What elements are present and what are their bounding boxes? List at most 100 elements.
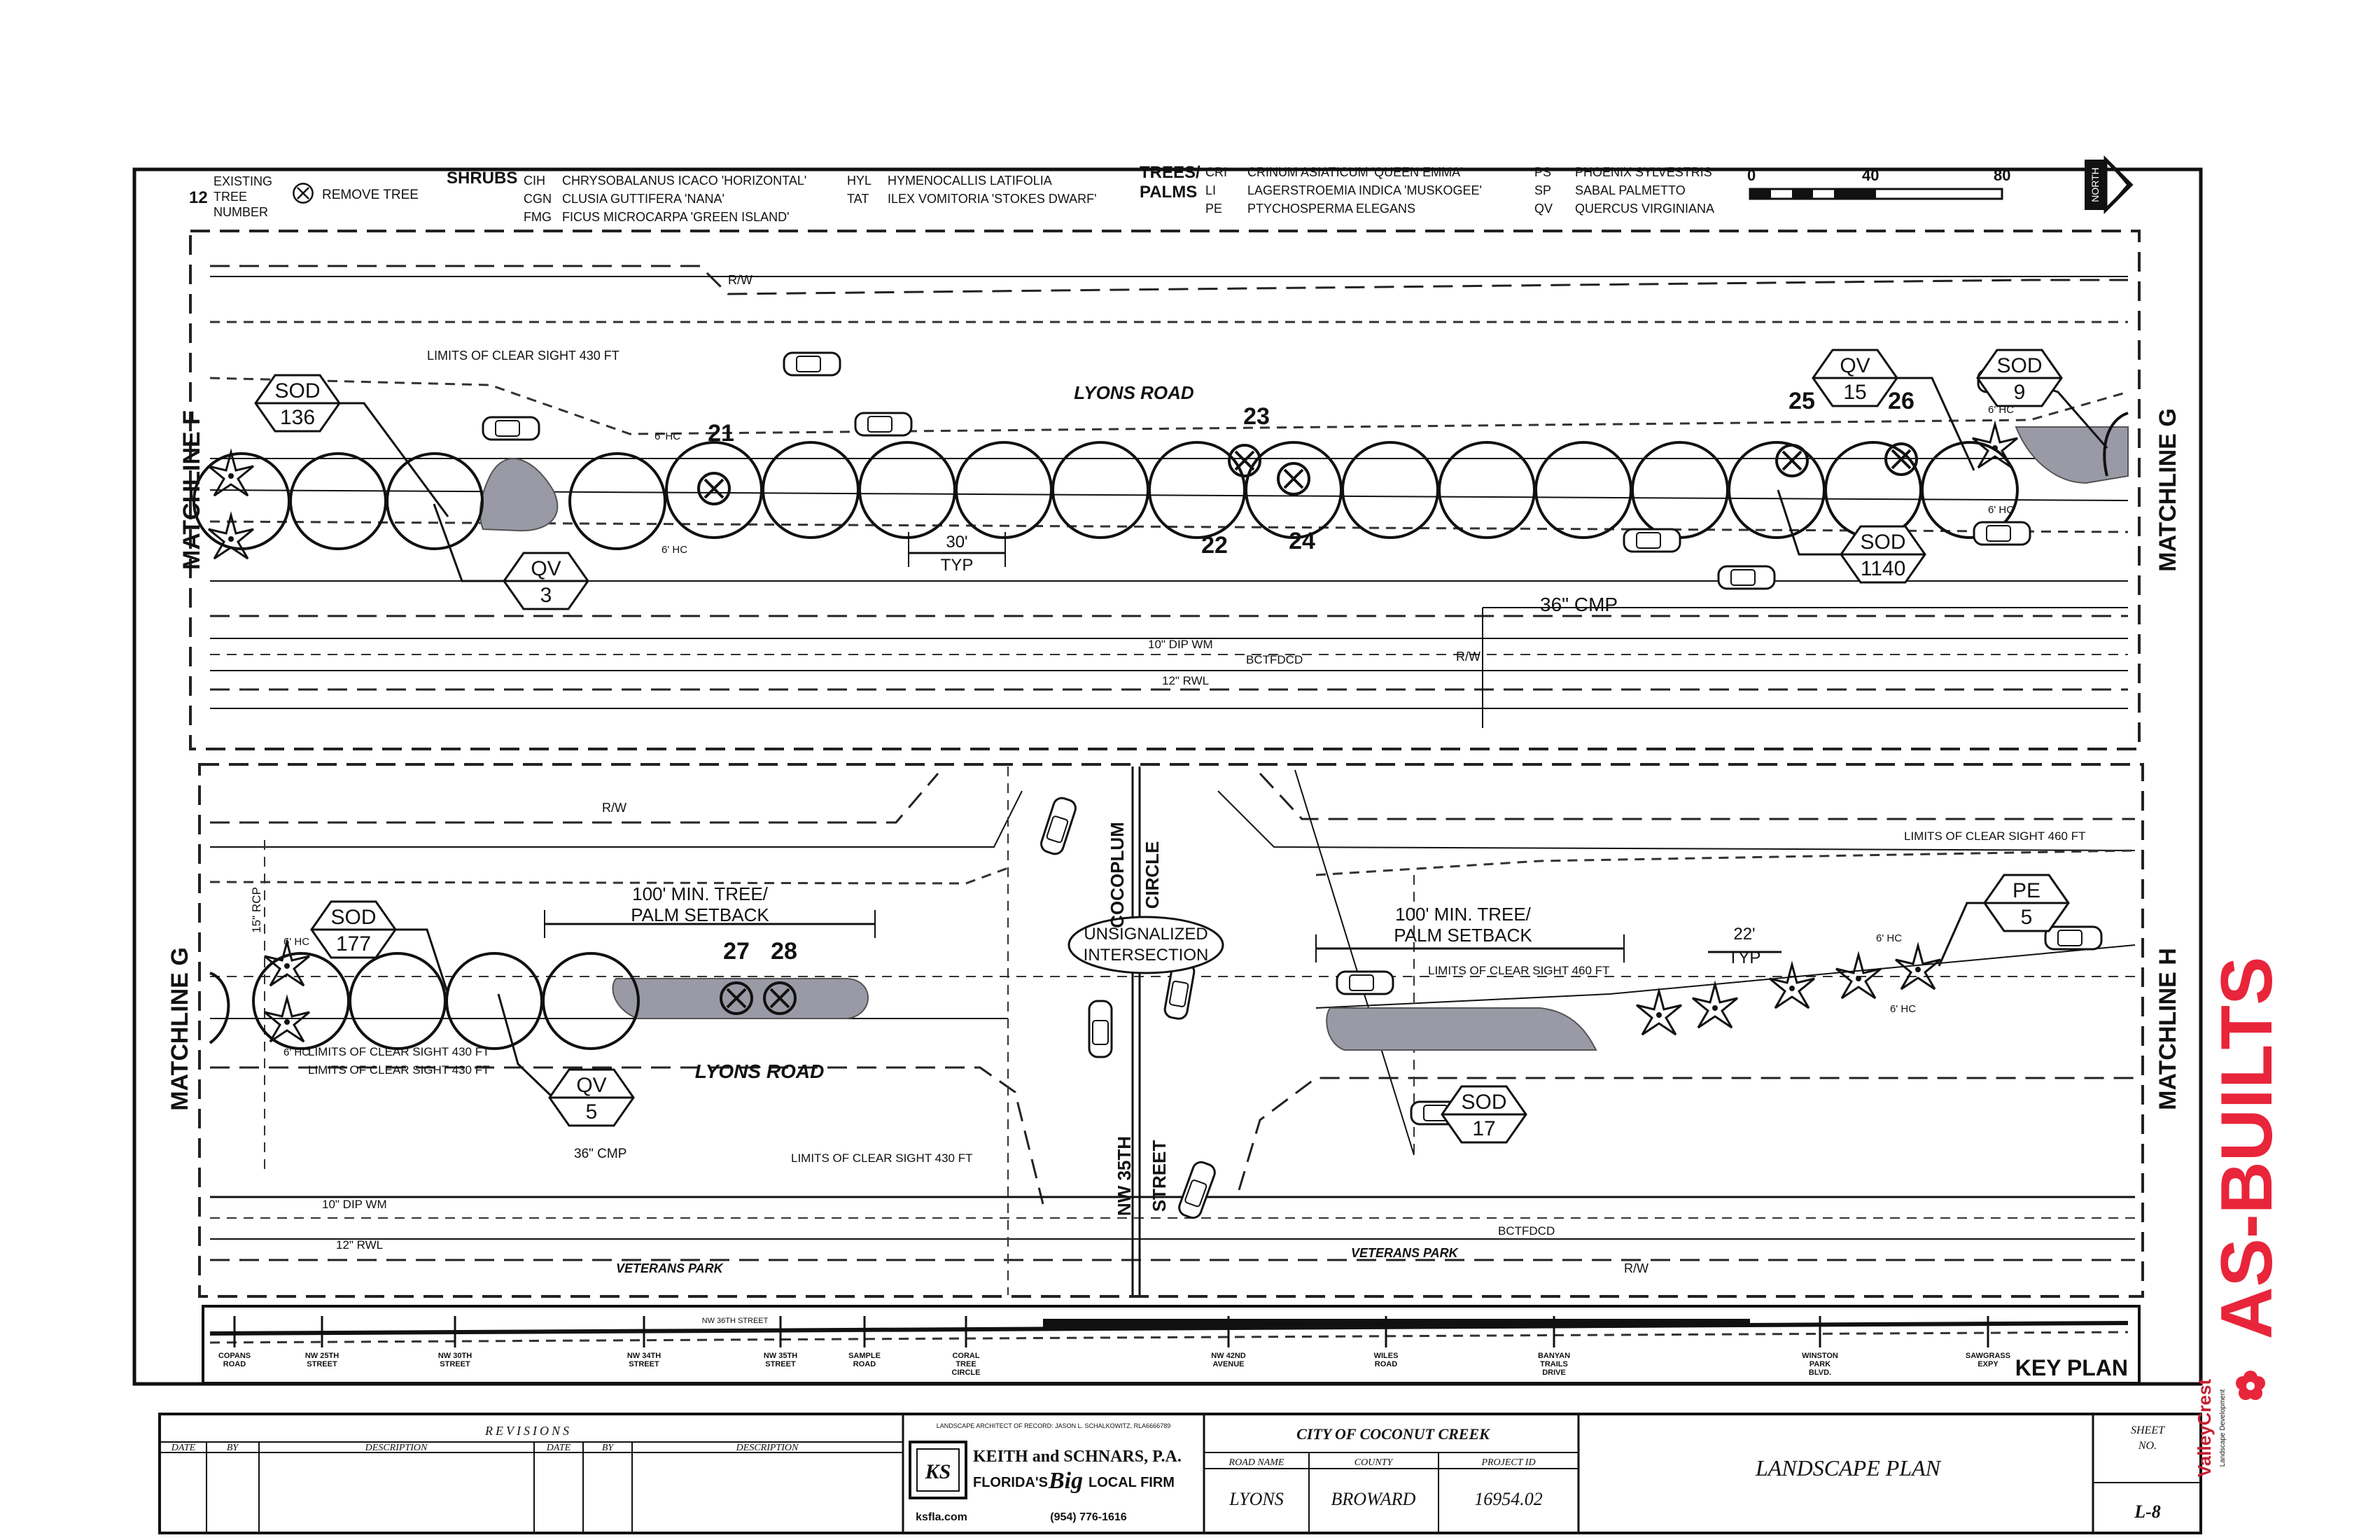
car-icon: [1175, 1158, 1219, 1222]
sight-limit-label: LIMITS OF CLEAR SIGHT 430 FT: [791, 1152, 972, 1165]
key-street-label: STREET: [765, 1360, 796, 1368]
park-label: VETERANS PARK: [616, 1261, 724, 1275]
rw-label: R/W: [728, 273, 752, 287]
car-icon: [1717, 565, 1776, 590]
legend-tree-number-line: NUMBER: [214, 205, 268, 219]
tag-type: SOD: [274, 379, 320, 402]
tag-type: QV: [1840, 354, 1870, 377]
tag-type: SOD: [1461, 1091, 1506, 1114]
key-street-label: BLVD.: [1809, 1368, 1831, 1377]
revision-col: BY: [602, 1443, 615, 1453]
road-name-value: LYONS: [1228, 1489, 1284, 1509]
rwl-label: 12" RWL: [336, 1238, 383, 1252]
shrub-code: CIH: [524, 174, 545, 188]
sheet-no-label: SHEET: [2131, 1424, 2165, 1436]
graphic-scale: 0 40 80: [1747, 167, 2010, 200]
key-street-label: PARK: [1809, 1360, 1830, 1368]
key-street-label: BANYAN: [1538, 1352, 1570, 1360]
tag-type: SOD: [1996, 354, 2042, 377]
tag-type: QV: [531, 557, 561, 580]
tag-qty: 136: [280, 406, 315, 429]
bctfdcd-label: BCTFDCD: [1246, 653, 1303, 666]
firm-tagline-big: Big: [1048, 1468, 1083, 1494]
revisions-heading: REVISIONS: [484, 1424, 572, 1438]
revision-col: DATE: [546, 1443, 571, 1453]
legend-tree-number-line: TREE: [214, 190, 247, 204]
remove-tree-icon: [293, 183, 314, 204]
bctfdcd-label: BCTFDCD: [1498, 1224, 1555, 1238]
tag-qty: 177: [336, 932, 371, 955]
matchline-label: MATCHLINE F: [178, 410, 205, 570]
road-name: LYONS ROAD: [1074, 382, 1194, 403]
tag-qty: 5: [2021, 906, 2033, 929]
intersection-label: INTERSECTION: [1084, 946, 1209, 965]
county-value: BROWARD: [1331, 1489, 1416, 1509]
tree-name: QUERCUS VIRGINIANA: [1575, 202, 1714, 216]
intersection-bubble: [1068, 916, 1224, 974]
sod-area: [2015, 426, 2129, 484]
tree-code: QV: [1534, 202, 1553, 216]
shrub-name: CLUSIA GUTTIFERA 'NANA': [562, 192, 724, 206]
plant-tag: SOD 136: [254, 374, 341, 433]
tree-code: LI: [1205, 183, 1216, 197]
palm-icon: [1635, 990, 1683, 1036]
palm-icon: [1971, 423, 2019, 469]
tree-canopy-row: [209, 952, 640, 1050]
key-plan-title: KEY PLAN: [2015, 1355, 2128, 1380]
shrub-name: CHRYSOBALANUS ICACO 'HORIZONTAL': [562, 174, 806, 188]
tag-qty: 17: [1472, 1117, 1495, 1140]
title-block: REVISIONS DATE BY DESCRIPTION DATE BY DE…: [158, 1413, 2202, 1534]
flower-logo-icon: [2236, 1371, 2265, 1400]
cross-street-label: CIRCLE: [1142, 841, 1163, 909]
key-street-label: TRAILS: [1540, 1360, 1568, 1368]
tree-name: PTYCHOSPERMA ELEGANS: [1247, 202, 1415, 216]
key-street-label: TREE: [955, 1360, 976, 1368]
key-street-label: ROAD: [223, 1360, 246, 1368]
plan-top: 30' TYP MATCHLINE F MATCHLINE G LYONS RO…: [178, 230, 2181, 750]
spacing-typ: TYP: [941, 556, 974, 575]
key-street-label: DRIVE: [1542, 1368, 1566, 1377]
tree-code: SP: [1534, 183, 1551, 197]
revision-col: DESCRIPTION: [736, 1443, 799, 1453]
plant-tag: QV 5: [548, 1068, 635, 1127]
car-icon: [1973, 521, 2031, 546]
cmp-label: 36" CMP: [574, 1147, 626, 1161]
setback-label: 100' MIN. TREE/: [1395, 904, 1532, 925]
sheet-title: LANDSCAPE PLAN: [1755, 1455, 1942, 1480]
car-icon: [1623, 528, 1681, 553]
scale-label: 0: [1747, 167, 1756, 184]
plant-tag: QV 3: [503, 552, 589, 610]
hc-label: 6' HC: [1876, 932, 1902, 944]
plant-tag: SOD 9: [1976, 349, 2063, 407]
key-street-label: STREET: [629, 1360, 659, 1368]
rcp-label: 15" RCP: [250, 887, 263, 933]
sod-area: [1326, 1007, 1597, 1051]
key-street-label: STREET: [307, 1360, 337, 1368]
car-icon: [783, 351, 841, 377]
client-name: CITY OF COCONUT CREEK: [1296, 1425, 1490, 1443]
remove-tree-icon: [697, 472, 731, 505]
car-icon: [854, 412, 913, 437]
setback-label: 100' MIN. TREE/: [632, 883, 769, 904]
key-street-label: ROAD: [1375, 1360, 1397, 1368]
spacing-dimension: 22': [1733, 925, 1755, 944]
shrub-name: FICUS MICROCARPA 'GREEN ISLAND': [562, 210, 790, 224]
matchline-label: MATCHLINE G: [167, 947, 193, 1111]
key-street-label: SAMPLE: [848, 1352, 881, 1360]
legend-remove-tree: REMOVE TREE: [322, 188, 419, 202]
hc-label: 6' HC: [654, 430, 680, 442]
firm-tagline: LOCAL FIRM: [1088, 1475, 1175, 1490]
car-icon: [1037, 794, 1079, 858]
key-street-label: WINSTON: [1802, 1352, 1838, 1360]
tree-number: 28: [771, 938, 797, 965]
cross-street-label: COCOPLUM: [1107, 822, 1128, 928]
intersection-label: UNSIGNALIZED: [1084, 925, 1208, 944]
valleycrest-logo: ValleyCrest Landscape Development: [2194, 1371, 2265, 1477]
tree-code: PS: [1534, 165, 1551, 179]
plant-tag: SOD 17: [1441, 1085, 1527, 1144]
plant-tag: PE 5: [1983, 874, 2070, 932]
sheet-number: L-8: [2134, 1502, 2161, 1522]
rwl-label: 12" RWL: [1162, 674, 1209, 687]
sod-area: [612, 978, 869, 1019]
